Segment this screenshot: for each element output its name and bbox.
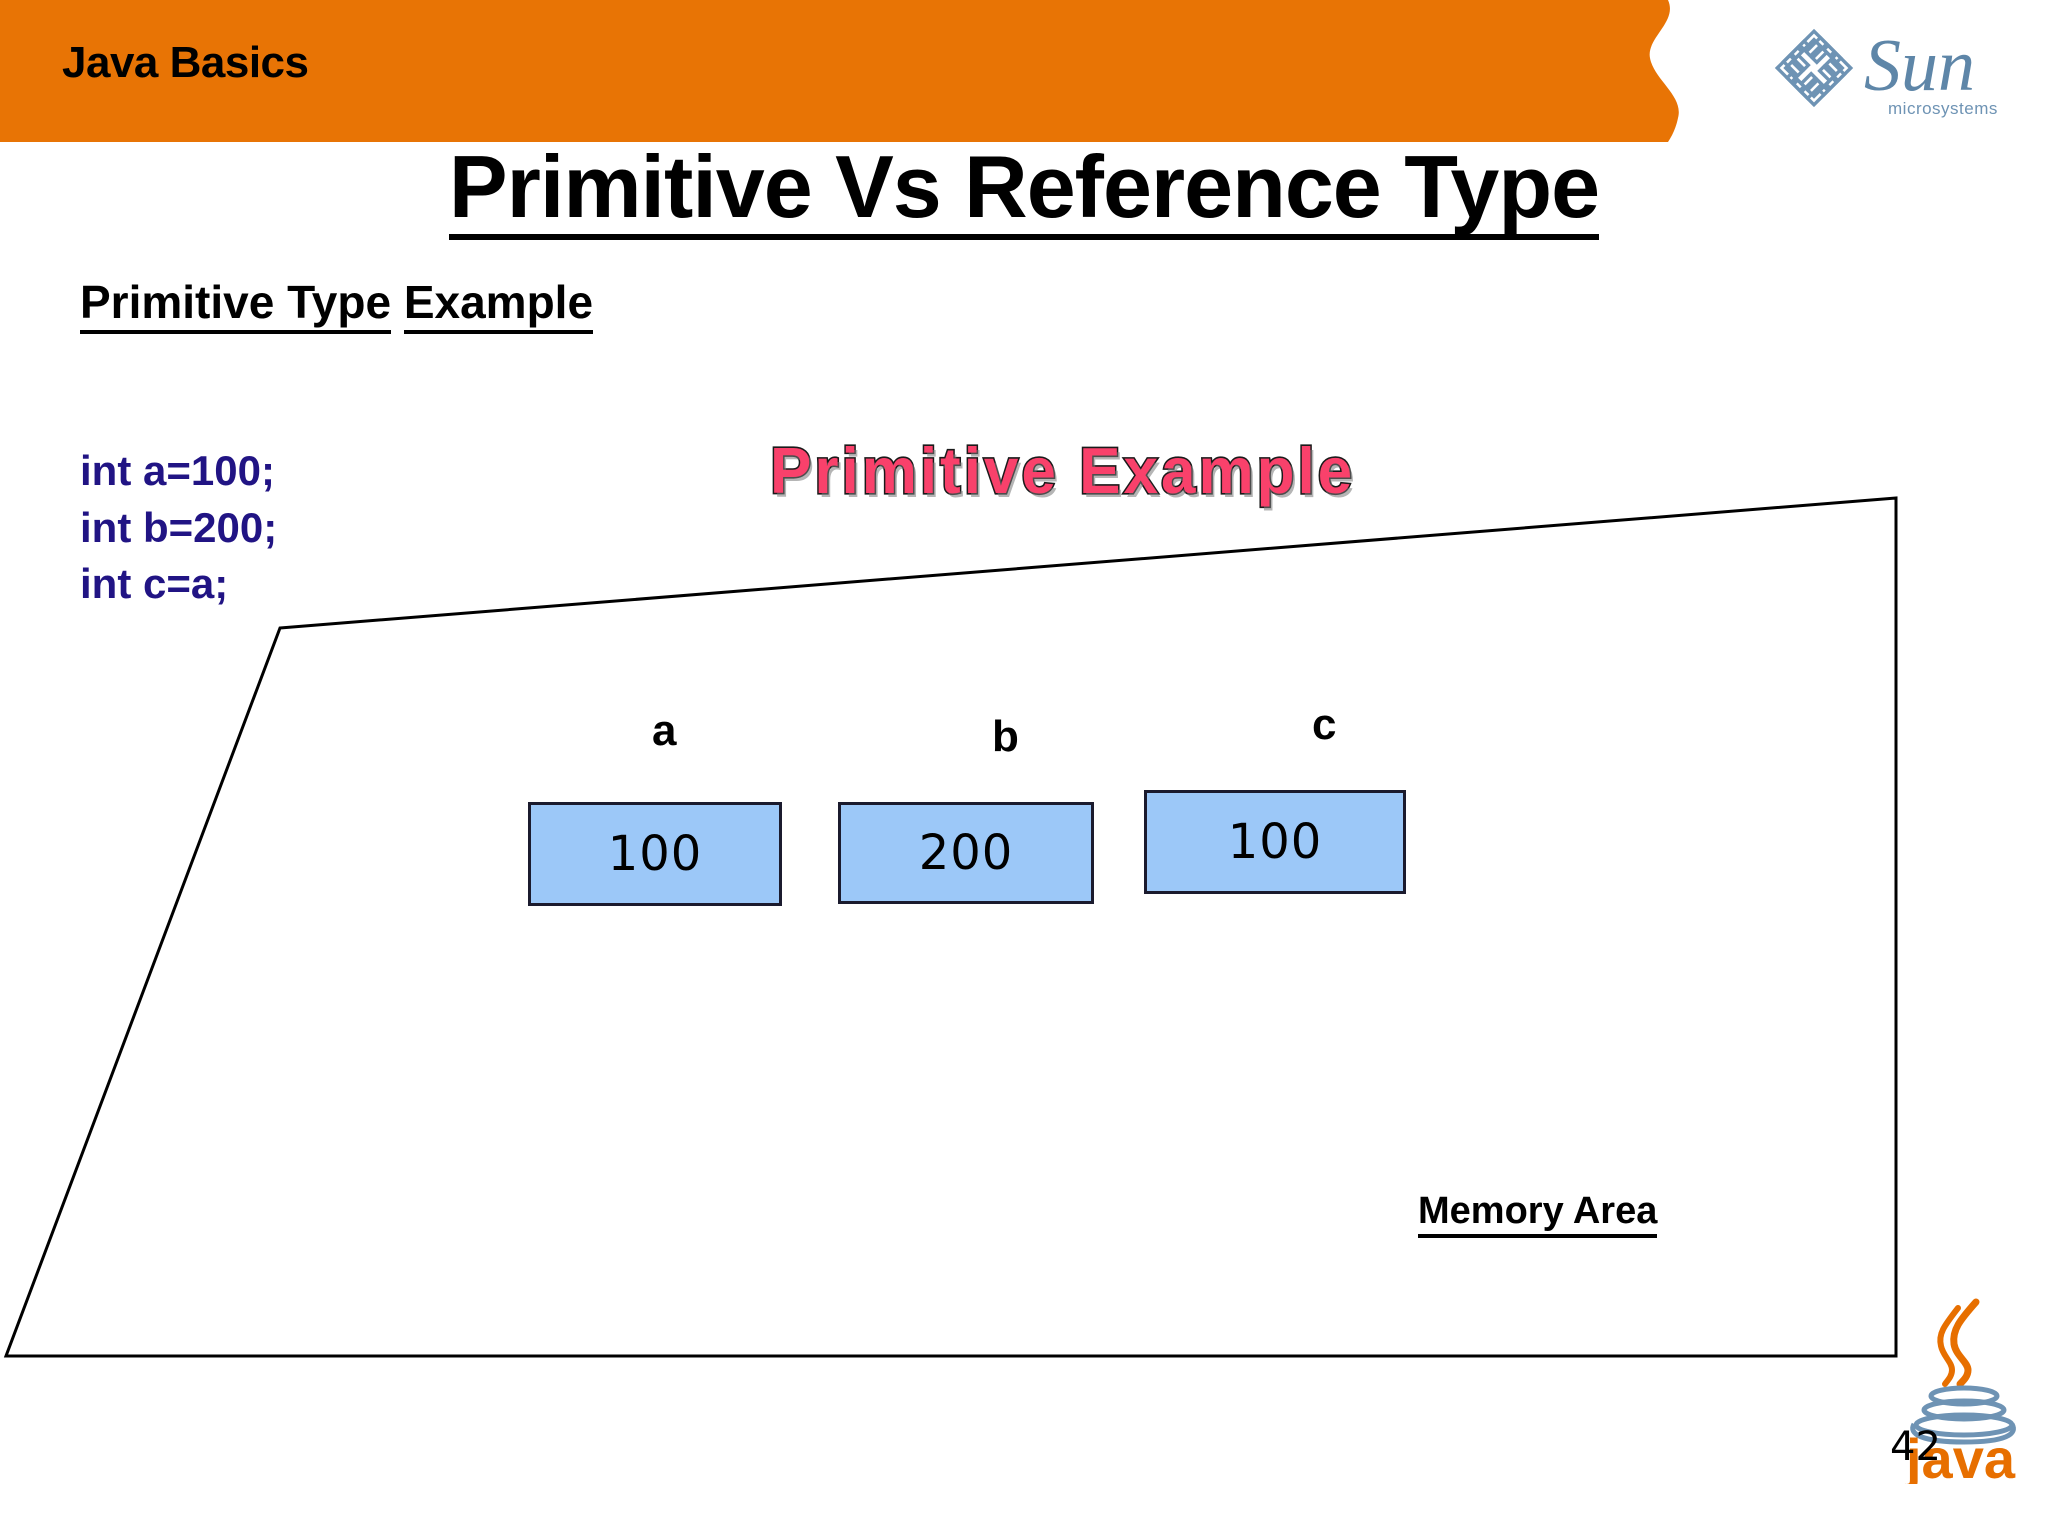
section-heading-part2: Example: [403, 275, 594, 334]
page-title: Primitive Vs Reference Type: [0, 136, 2048, 240]
sun-wordmark: Sun: [1864, 25, 1975, 107]
memory-box-a-value: 100: [607, 826, 703, 882]
java-logo-svg: java: [1905, 1298, 2016, 1490]
code-line-2: int b=200;: [80, 503, 278, 551]
variable-label-a: a: [652, 706, 677, 755]
header-banner-shape: [0, 0, 1679, 142]
memory-area-label-text: Memory Area: [1418, 1190, 1658, 1238]
memory-box-a: 100: [528, 802, 782, 906]
page-number: 42: [1890, 1424, 1941, 1470]
memory-area-outline: [3, 496, 1898, 1358]
section-heading-part1: Primitive Type: [80, 275, 392, 334]
variable-label-c: c: [1312, 700, 1337, 749]
banner-title: Java Basics: [62, 38, 309, 87]
java-wordmark: java: [1905, 1427, 2016, 1484]
section-heading: Primitive Type Example: [80, 275, 594, 334]
code-line-1: int a=100;: [80, 447, 275, 494]
memory-box-c-value: 100: [1227, 814, 1323, 870]
header-banner: Java Basics: [0, 0, 1720, 142]
memory-area-label: Memory Area: [1418, 1190, 1658, 1238]
sun-logo-svg: Sun microsystems: [1774, 25, 1998, 118]
page-title-text: Primitive Vs Reference Type: [448, 142, 1600, 240]
code-snippet: int a=100; int b=200; int c=a;: [80, 443, 277, 613]
java-logo: java: [1898, 1292, 2032, 1490]
memory-box-b: 200: [838, 802, 1094, 904]
code-line-3: int c=a;: [80, 560, 229, 608]
sun-tagline: microsystems: [1888, 99, 1998, 118]
section-heading-gap: [391, 276, 404, 328]
diagram-title-wordart: Primitive Example: [768, 433, 1356, 509]
variable-label-b: b: [992, 712, 1019, 761]
sun-microsystems-logo: Sun microsystems: [1768, 18, 2016, 126]
memory-box-c: 100: [1144, 790, 1406, 894]
memory-box-b-value: 200: [918, 825, 1014, 881]
